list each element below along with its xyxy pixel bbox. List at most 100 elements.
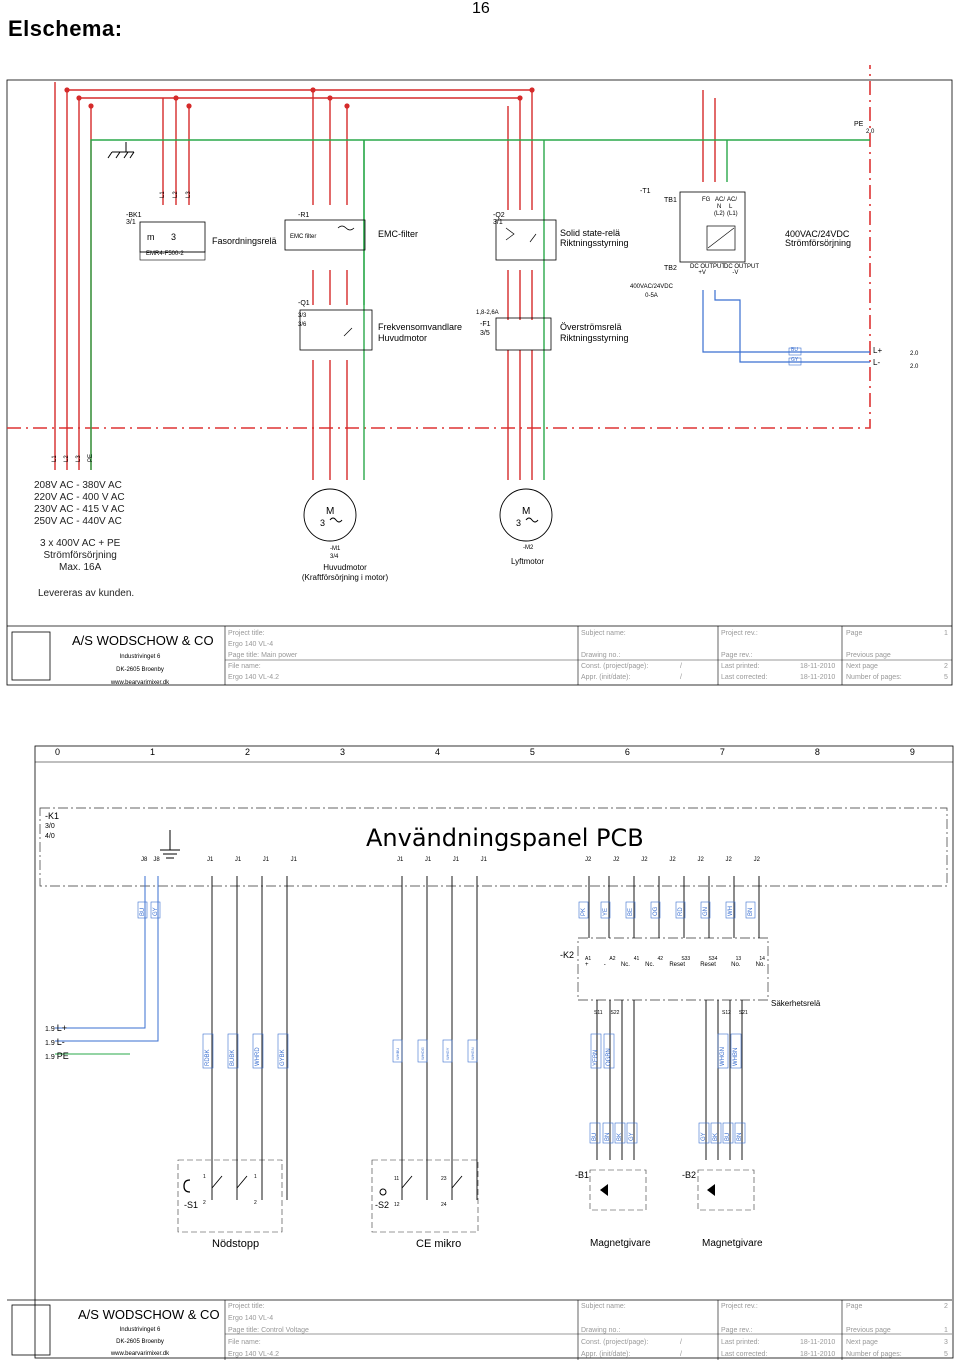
dc-output-lines	[702, 290, 870, 363]
m1-m: M	[326, 506, 335, 517]
b2-ref: -B2	[682, 1170, 697, 1180]
s2-ref: -S2	[375, 1200, 390, 1210]
page-number: 16	[472, 0, 490, 17]
bk1-part: EMR4-F500-2	[146, 251, 184, 257]
supply-l3: L3	[76, 455, 82, 462]
sheet1-schematic	[6, 65, 953, 686]
wire-og: OG	[653, 906, 659, 916]
b2-wire-bu: BU	[725, 1132, 731, 1141]
s1-desc: Nödstopp	[212, 1238, 260, 1250]
s1-t4: 2	[254, 1200, 257, 1206]
cable-whgn: WHGN	[720, 1047, 726, 1066]
cable-whgy: WHGY	[445, 1047, 450, 1060]
tb1-company: A/S WODSCHOW & CO	[72, 633, 214, 648]
bk1-symbol-m: m	[147, 232, 155, 242]
supply-main: 3 x 400V AC + PE Strömförsörjning Max. 1…	[40, 538, 121, 573]
m1-n: 3	[320, 518, 326, 528]
m2-motor-symbol	[499, 488, 553, 542]
t1-ac1: AC/	[715, 197, 726, 203]
s1-ref: -S1	[184, 1200, 199, 1210]
wire-rd: RD	[678, 907, 684, 916]
wire-bn: BN	[748, 907, 754, 916]
b1-desc: Magnetgivare	[590, 1238, 651, 1249]
m2-m: M	[522, 506, 531, 517]
bk1-desc: Fasordningsrelä	[212, 236, 277, 246]
k1-title: Användningspanel PCB	[366, 824, 644, 852]
wire-pk: PK	[581, 907, 587, 916]
b1-ref: -B1	[575, 1170, 590, 1180]
s2-boundary	[371, 1159, 479, 1233]
m1-desc: Huvudmotor(Kraftförsörjning i motor)	[301, 563, 389, 582]
lplus-ref: 2.0	[910, 351, 919, 357]
wire-bu: BU	[140, 907, 146, 916]
rail-refs: 1.9 L+ 1.9 L- 1.9 PE	[45, 1023, 69, 1061]
supply-l2: L2	[64, 455, 70, 462]
b1-wire-bn: BN	[605, 1132, 611, 1141]
wire-ye: YE	[603, 907, 609, 916]
r1-desc: EMC-filter	[378, 229, 418, 239]
wire-label-boxes	[137, 901, 756, 1144]
q1-ref: -Q1	[298, 300, 310, 307]
control-wires	[211, 876, 760, 1200]
s2-t3: 23	[441, 1176, 447, 1182]
m2-desc: Lyftmotor	[511, 557, 545, 566]
r1-ref: -R1	[298, 212, 310, 219]
t1-tb2: TB2	[664, 265, 677, 272]
s1-boundary	[177, 1159, 283, 1233]
r1-box	[284, 219, 366, 251]
lplus-wire: BU	[791, 347, 798, 353]
t1-l: L	[729, 204, 733, 210]
q2-box	[495, 219, 557, 261]
b2-boundary	[697, 1169, 755, 1211]
k2-ref: -K2	[560, 950, 575, 960]
wire-be: BE	[628, 907, 634, 916]
k2-desc: Säkerhetsrelä	[771, 999, 821, 1008]
cable-yebn: YEBN	[593, 1049, 599, 1066]
k1-boundary	[39, 807, 948, 887]
sheet2-schematic	[7, 745, 954, 1360]
sheet1-frame	[6, 79, 953, 686]
m2-n: 3	[516, 518, 522, 528]
junction-dots	[64, 87, 535, 109]
b2-wire-bn: BN	[737, 1132, 743, 1141]
bk1-phase-l1: L1	[160, 191, 166, 198]
t1-ac2: AC/	[727, 197, 738, 203]
cable-whbn: WHBN	[733, 1047, 739, 1066]
bk1-phase-l3: L3	[186, 191, 192, 198]
lminus-label: L-	[873, 358, 881, 367]
t1-tb1: TB1	[664, 197, 677, 204]
t1-l1: (L1)	[727, 211, 738, 217]
b1-wire-bk: BK	[617, 1132, 623, 1141]
m1-motor-symbol	[303, 488, 357, 542]
cable-rdbk: RDBK	[205, 1049, 211, 1066]
b2-desc: Magnetgivare	[702, 1238, 763, 1249]
t1-l2: (L2)	[714, 211, 725, 217]
lminus-ref: 2.0	[910, 364, 919, 370]
t1-dc1: DC OUTPUT +V	[690, 264, 725, 276]
page-title: Elschema:	[8, 16, 123, 41]
b1-wire-gy: GY	[629, 1132, 635, 1141]
f1-rating: 1,8-2,6A	[476, 310, 499, 316]
title-block-2	[7, 1299, 952, 1360]
s1-t1: 1	[203, 1174, 206, 1180]
t1-n: N	[717, 204, 722, 210]
